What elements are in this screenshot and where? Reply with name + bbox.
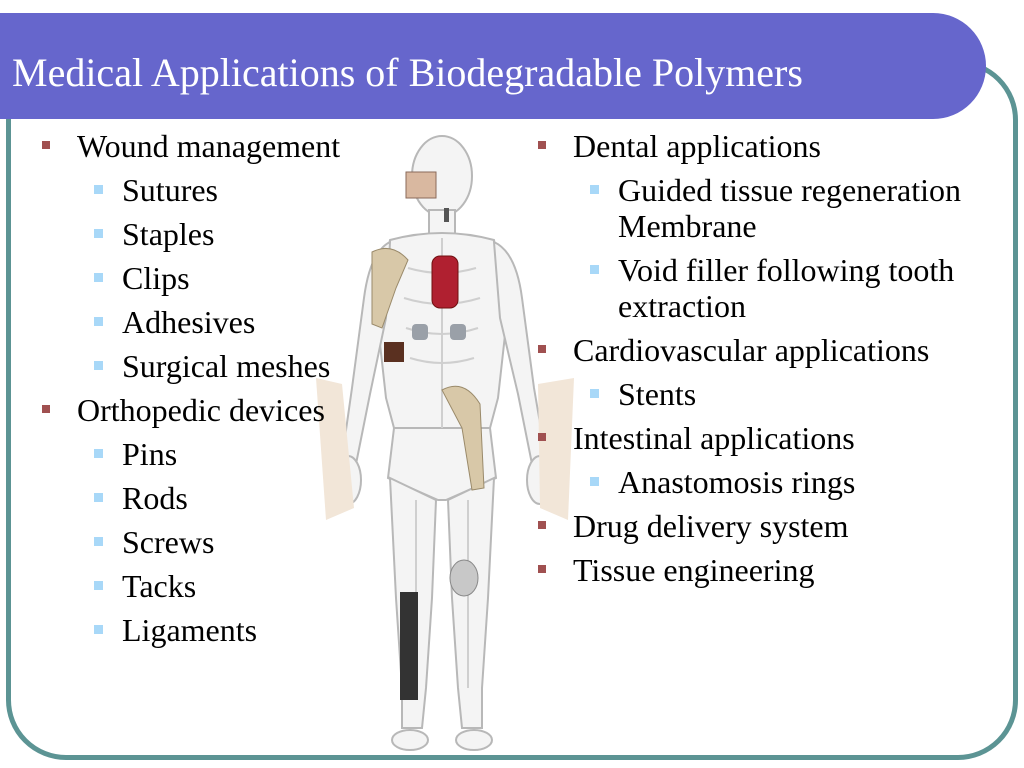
- sub-bullet-item: Staples: [40, 216, 370, 252]
- bullet-item: Wound management: [40, 128, 370, 164]
- slide-title: Medical Applications of Biodegradable Po…: [12, 50, 803, 95]
- bullet-text: Rods: [122, 480, 188, 516]
- bullet-text: Staples: [122, 216, 215, 252]
- bullet-text: Drug delivery system: [573, 508, 849, 544]
- sub-square-bullet-icon: [94, 581, 103, 590]
- sub-bullet-item: Pins: [40, 436, 370, 472]
- bullet-item: Dental applications: [536, 128, 1006, 164]
- bullet-text: Guided tissue regeneration Membrane: [618, 172, 961, 244]
- bullet-text: Tissue engineering: [573, 552, 815, 588]
- bullet-text: Sutures: [122, 172, 218, 208]
- sub-bullet-item: Guided tissue regeneration Membrane: [536, 172, 1006, 244]
- square-bullet-icon: [538, 521, 546, 529]
- bullet-text: Cardiovascular applications: [573, 332, 930, 368]
- sub-square-bullet-icon: [94, 273, 103, 282]
- sub-bullet-item: Ligaments: [40, 612, 370, 648]
- bullet-item: Intestinal applications: [536, 420, 1006, 456]
- sub-bullet-item: Screws: [40, 524, 370, 560]
- bullet-text: Clips: [122, 260, 190, 296]
- bullet-text: Stents: [618, 376, 697, 412]
- bullet-text: Anastomosis rings: [618, 464, 856, 500]
- square-bullet-icon: [538, 433, 546, 441]
- bullet-item: Tissue engineering: [536, 552, 1006, 588]
- bullet-text: Tacks: [122, 568, 197, 604]
- sub-bullet-item: Surgical meshes: [40, 348, 370, 384]
- bullet-item: Drug delivery system: [536, 508, 1006, 544]
- sub-bullet-item: Rods: [40, 480, 370, 516]
- bullet-text: Dental applications: [573, 128, 821, 164]
- title-bar: Medical Applications of Biodegradable Po…: [0, 13, 986, 119]
- square-bullet-icon: [538, 141, 546, 149]
- sub-bullet-item: Tacks: [40, 568, 370, 604]
- sub-square-bullet-icon: [590, 477, 599, 486]
- bullet-text: Void filler following tooth extraction: [618, 252, 955, 324]
- sub-square-bullet-icon: [94, 185, 103, 194]
- bullet-text: Surgical meshes: [122, 348, 331, 384]
- sub-square-bullet-icon: [94, 537, 103, 546]
- sub-square-bullet-icon: [94, 317, 103, 326]
- sub-square-bullet-icon: [94, 493, 103, 502]
- human-body-implants-illustration: [316, 135, 574, 751]
- bullet-item: Orthopedic devices: [40, 392, 370, 428]
- sub-square-bullet-icon: [94, 361, 103, 370]
- sub-bullet-item: Anastomosis rings: [536, 464, 1006, 500]
- bullet-text: Orthopedic devices: [77, 392, 325, 428]
- bullet-text: Adhesives: [122, 304, 256, 340]
- sub-bullet-item: Void filler following tooth extraction: [536, 252, 1006, 324]
- sub-bullet-item: Sutures: [40, 172, 370, 208]
- square-bullet-icon: [538, 565, 546, 573]
- square-bullet-icon: [538, 345, 546, 353]
- sub-bullet-item: Stents: [536, 376, 1006, 412]
- bullet-text: Ligaments: [122, 612, 258, 648]
- slide-frame: [6, 60, 1018, 760]
- square-bullet-icon: [42, 141, 50, 149]
- sub-bullet-item: Clips: [40, 260, 370, 296]
- bullet-text: Wound management: [77, 128, 341, 164]
- sub-square-bullet-icon: [94, 625, 103, 634]
- sub-square-bullet-icon: [590, 265, 599, 274]
- bullet-item: Cardiovascular applications: [536, 332, 1006, 368]
- sub-square-bullet-icon: [94, 449, 103, 458]
- square-bullet-icon: [42, 405, 50, 413]
- bullet-text: Intestinal applications: [573, 420, 855, 456]
- sub-square-bullet-icon: [94, 229, 103, 238]
- sub-square-bullet-icon: [590, 389, 599, 398]
- bullet-text: Screws: [122, 524, 215, 560]
- sub-square-bullet-icon: [590, 185, 599, 194]
- bullet-text: Pins: [122, 436, 178, 472]
- sub-bullet-item: Adhesives: [40, 304, 370, 340]
